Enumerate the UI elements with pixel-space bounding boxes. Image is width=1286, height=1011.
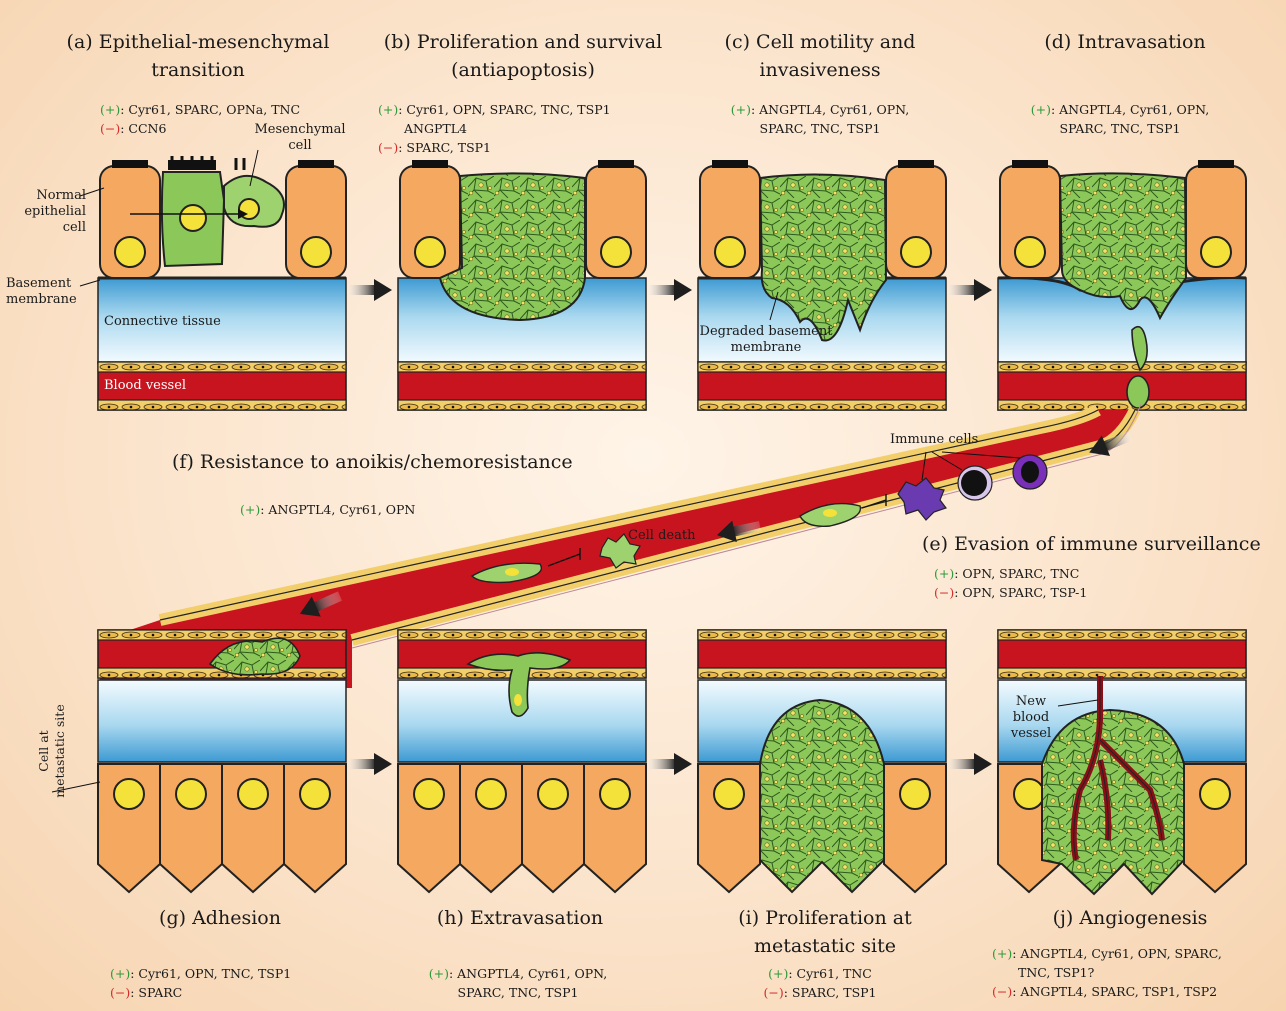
panel-d-plus-cont: SPARC, TNC, TSP1: [1000, 119, 1240, 138]
panel-f-regulators: (+): ANGPTL4, Cyr61, OPN: [240, 500, 480, 519]
panel-i-title: (i) Proliferation at metastatic site: [715, 904, 935, 960]
cell-death-label: Cell death: [628, 528, 718, 544]
panel-i-minus: : SPARC, TSP1: [784, 985, 877, 1000]
panel-j-plus: : ANGPTL4, Cyr61, OPN, SPARC,: [1012, 946, 1222, 961]
panel-g-plus: : Cyr61, OPN, TNC, TSP1: [130, 966, 291, 981]
panel-a-minus: : CCN6: [120, 121, 166, 136]
panel-i-artwork: [698, 680, 946, 892]
minus-sign: (−): [934, 585, 954, 600]
panel-j-regulators: (+): ANGPTL4, Cyr61, OPN, SPARC, TNC, TS…: [992, 944, 1282, 1001]
plus-sign: (+): [992, 946, 1012, 961]
panel-g-artwork: [52, 680, 346, 892]
panel-d-plus: : ANGPTL4, Cyr61, OPN,: [1051, 102, 1209, 117]
plus-sign: (+): [110, 966, 130, 981]
panel-d-artwork: [998, 160, 1246, 410]
panel-h-title: (h) Extravasation: [410, 904, 630, 932]
minus-sign: (−): [110, 985, 130, 1000]
panel-e-title: (e) Evasion of immune surveillance: [922, 530, 1282, 558]
normal-epithelial-cell-label: Normal epithelial cell: [6, 188, 86, 236]
panel-d-regulators: (+): ANGPTL4, Cyr61, OPN, SPARC, TNC, TS…: [1000, 100, 1240, 138]
panel-a-plus: : Cyr61, SPARC, OPNa, TNC: [120, 102, 300, 117]
panel-g-regulators: (+): Cyr61, OPN, TNC, TSP1 (−): SPARC: [110, 964, 350, 1002]
panel-c-regulators: (+): ANGPTL4, Cyr61, OPN, SPARC, TNC, TS…: [700, 100, 940, 138]
panel-c-plus: : ANGPTL4, Cyr61, OPN,: [751, 102, 909, 117]
panel-j-title: (j) Angiogenesis: [1030, 904, 1230, 932]
plus-sign: (+): [240, 502, 260, 517]
minus-sign: (−): [992, 984, 1012, 999]
panel-e-minus: : OPN, SPARC, TSP-1: [954, 585, 1087, 600]
panel-b-minus: : SPARC, TSP1: [398, 140, 491, 155]
panel-c-title: (c) Cell motility and invasiveness: [690, 28, 950, 84]
panel-i-regulators: (+): Cyr61, TNC (−): SPARC, TSP1: [700, 964, 940, 1002]
basement-membrane-label: Basement membrane: [6, 276, 86, 308]
plus-sign: (+): [100, 102, 120, 117]
panel-d-title: (d) Intravasation: [1020, 28, 1230, 56]
panel-h-plus: : ANGPTL4, Cyr61, OPN,: [449, 966, 607, 981]
panel-b-plus-cont: ANGPTL4: [378, 119, 658, 138]
new-blood-vessel-label: New blood vessel: [996, 694, 1066, 742]
minus-sign: (−): [763, 985, 783, 1000]
plus-sign: (+): [378, 102, 398, 117]
panel-f-title: (f) Resistance to anoikis/chemoresistanc…: [172, 448, 592, 476]
panel-g-minus: : SPARC: [130, 985, 182, 1000]
cell-at-metastatic-site-label: Cell at metastatic site: [36, 696, 70, 806]
panel-i-plus: : Cyr61, TNC: [788, 966, 871, 981]
panel-b-regulators: (+): Cyr61, OPN, SPARC, TNC, TSP1 ANGPTL…: [378, 100, 658, 157]
plus-sign: (+): [429, 966, 449, 981]
minus-sign: (−): [100, 121, 120, 136]
degraded-basement-membrane-label: Degraded basement membrane: [686, 324, 846, 356]
panel-a-title: (a) Epithelial-mesenchymal transition: [48, 28, 348, 84]
panel-c-artwork: [698, 160, 946, 410]
plus-sign: (+): [934, 566, 954, 581]
panel-a-artwork: [80, 150, 346, 410]
immune-cells-label: Immune cells: [890, 432, 1010, 448]
panel-e-plus: : OPN, SPARC, TNC: [954, 566, 1079, 581]
panel-e-regulators: (+): OPN, SPARC, TNC (−): OPN, SPARC, TS…: [934, 564, 1194, 602]
mesenchymal-cell-label: Mesenchymal cell: [248, 122, 352, 154]
panel-f-plus: : ANGPTL4, Cyr61, OPN: [260, 502, 415, 517]
panel-b-plus: : Cyr61, OPN, SPARC, TNC, TSP1: [398, 102, 610, 117]
panel-b-artwork: [398, 160, 646, 410]
panel-c-plus-cont: SPARC, TNC, TSP1: [700, 119, 940, 138]
connective-tissue-label: Connective tissue: [104, 314, 304, 330]
panel-b-title: (b) Proliferation and survival (antiapop…: [378, 28, 668, 84]
panel-h-artwork: [398, 653, 646, 892]
minus-sign: (−): [378, 140, 398, 155]
panel-h-regulators: (+): ANGPTL4, Cyr61, OPN, SPARC, TNC, TS…: [398, 964, 638, 1002]
panel-h-plus-cont: SPARC, TNC, TSP1: [398, 983, 638, 1002]
panel-j-plus-cont: TNC, TSP1?: [992, 963, 1282, 982]
plus-sign: (+): [768, 966, 788, 981]
plus-sign: (+): [731, 102, 751, 117]
plus-sign: (+): [1031, 102, 1051, 117]
panel-j-minus: : ANGPTL4, SPARC, TSP1, TSP2: [1012, 984, 1217, 999]
panel-g-title: (g) Adhesion: [110, 904, 330, 932]
blood-vessel-label: Blood vessel: [104, 378, 244, 394]
